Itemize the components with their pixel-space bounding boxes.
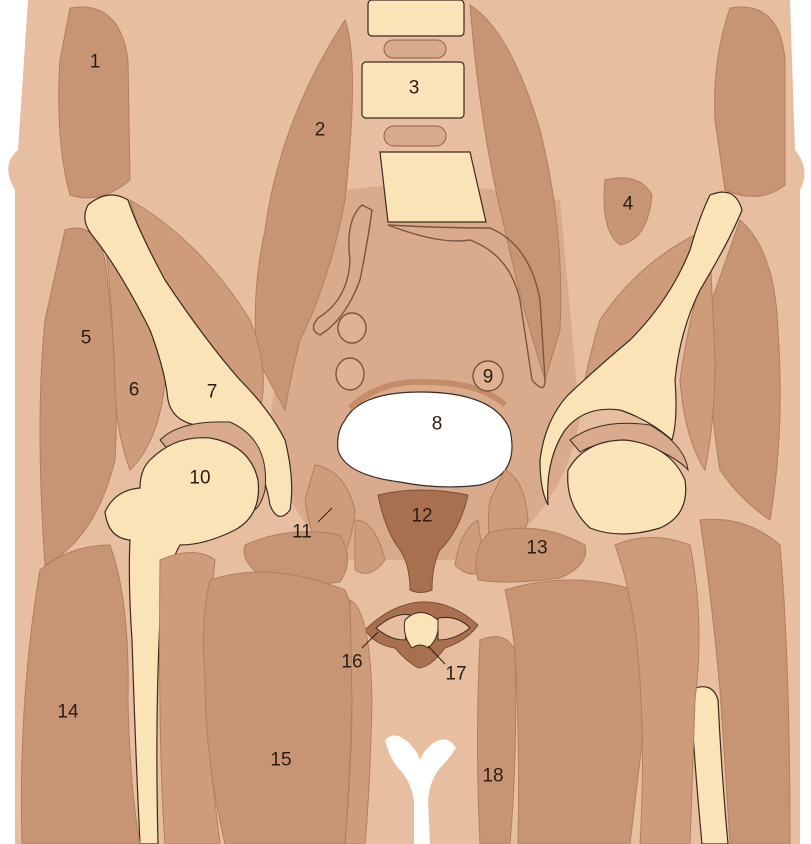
label-1: 1 bbox=[90, 52, 101, 73]
muscle-15 bbox=[203, 572, 354, 844]
label-14: 14 bbox=[57, 702, 79, 723]
vertebra-top bbox=[368, 0, 464, 36]
label-10: 10 bbox=[189, 468, 210, 489]
vertebra-sacral bbox=[380, 152, 486, 222]
label-7: 7 bbox=[207, 382, 218, 403]
label-5: 5 bbox=[81, 328, 92, 349]
label-6: 6 bbox=[129, 380, 140, 401]
disc-2 bbox=[384, 126, 446, 146]
label-13: 13 bbox=[526, 538, 547, 559]
label-11: 11 bbox=[292, 522, 312, 543]
muscle-1 bbox=[59, 7, 130, 198]
label-16: 16 bbox=[341, 652, 362, 673]
label-18: 18 bbox=[482, 766, 503, 787]
muscle-right-thigh-medial bbox=[505, 580, 644, 844]
label-2: 2 bbox=[315, 120, 326, 141]
loop-left-lower bbox=[336, 358, 364, 390]
label-9: 9 bbox=[483, 367, 494, 388]
bladder-8 bbox=[338, 392, 512, 487]
disc-1 bbox=[384, 40, 446, 58]
label-3: 3 bbox=[409, 78, 420, 99]
label-17: 17 bbox=[445, 664, 466, 685]
label-8: 8 bbox=[432, 414, 443, 435]
muscle-right-upper bbox=[715, 7, 785, 196]
label-12: 12 bbox=[411, 506, 432, 527]
label-15: 15 bbox=[270, 750, 291, 771]
label-4: 4 bbox=[623, 194, 634, 215]
loop-left-upper bbox=[338, 313, 366, 343]
muscle-18 bbox=[478, 637, 516, 844]
structure-17 bbox=[404, 613, 438, 649]
